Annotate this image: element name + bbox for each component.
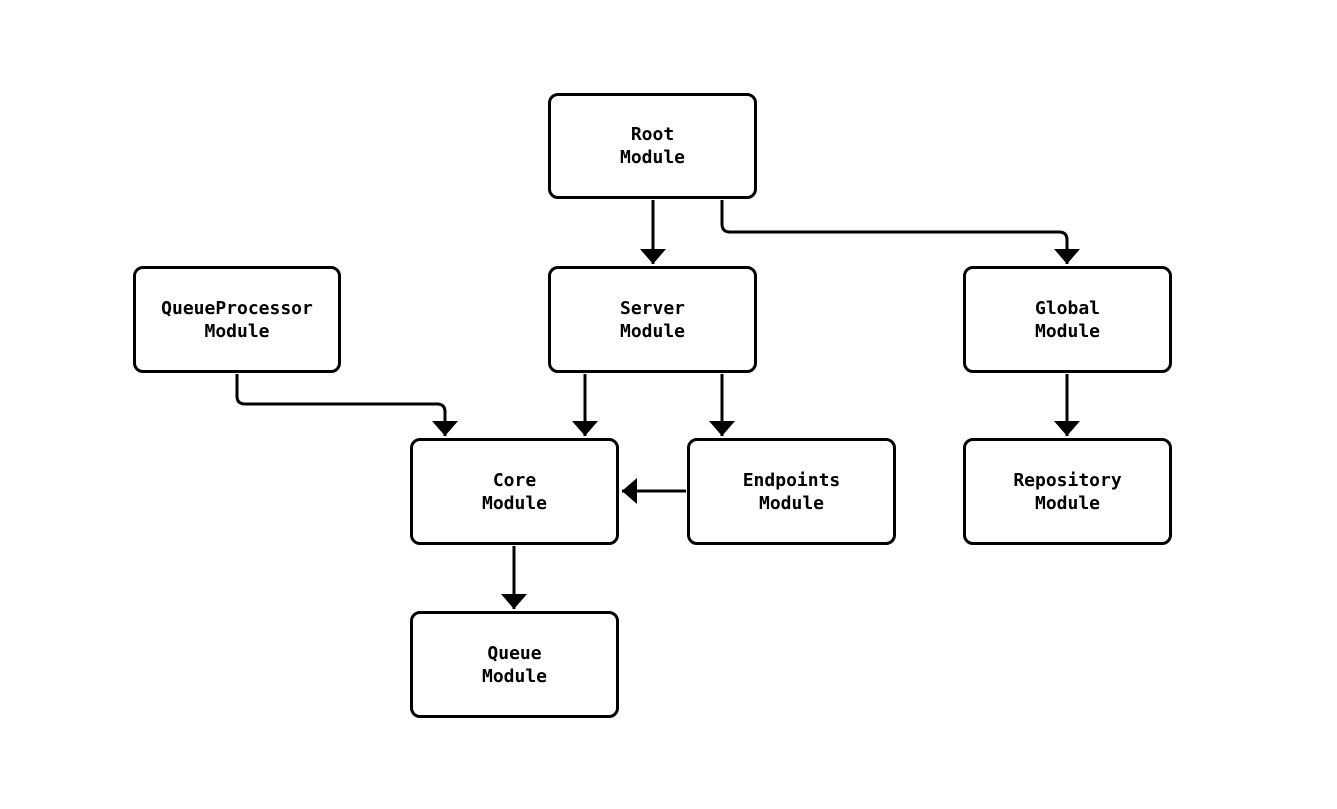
node-label-line: Module <box>1034 320 1101 342</box>
node-label-line: Root <box>630 124 675 145</box>
node-label-line: Server <box>619 297 686 319</box>
edge-queueprocessor-to-core <box>235 374 458 436</box>
node-label-line: Module <box>1034 492 1101 514</box>
node-label-line: Module <box>204 320 270 342</box>
node-label-line: Module <box>758 492 825 514</box>
node-label-line: Module <box>481 492 548 514</box>
node-label-line: QueueProcessor <box>161 297 313 319</box>
node-label-line: Module <box>619 147 686 168</box>
edge-root-to-global <box>720 200 1080 264</box>
node-label-line: Module <box>481 665 548 687</box>
node-label-line: Core <box>492 469 537 491</box>
node-label-line: Repository <box>1013 469 1122 491</box>
node-label-line: Module <box>619 320 686 342</box>
node-label-line: Global <box>1034 297 1101 319</box>
node-label-line: Endpoints <box>742 469 841 491</box>
node-label-line: Queue <box>487 642 542 664</box>
